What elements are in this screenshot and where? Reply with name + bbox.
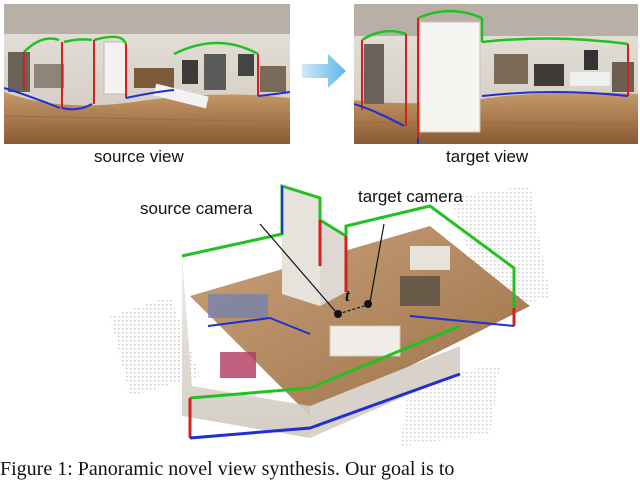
source-camera-label: source camera (140, 199, 253, 218)
room-reconstruction-image (110, 176, 566, 454)
source-camera-marker (334, 310, 342, 318)
translation-vector-label: t (345, 286, 350, 305)
figure-caption: Figure 1: Panoramic novel view synthesis… (0, 458, 455, 480)
right-arrow-icon (300, 52, 348, 90)
source-view-caption: source view (94, 147, 184, 166)
target-view-caption: target view (446, 147, 529, 166)
target-camera-label: target camera (358, 187, 463, 206)
target-panorama-image (354, 4, 638, 144)
source-panorama-image (4, 4, 290, 144)
target-camera-marker (364, 300, 372, 308)
